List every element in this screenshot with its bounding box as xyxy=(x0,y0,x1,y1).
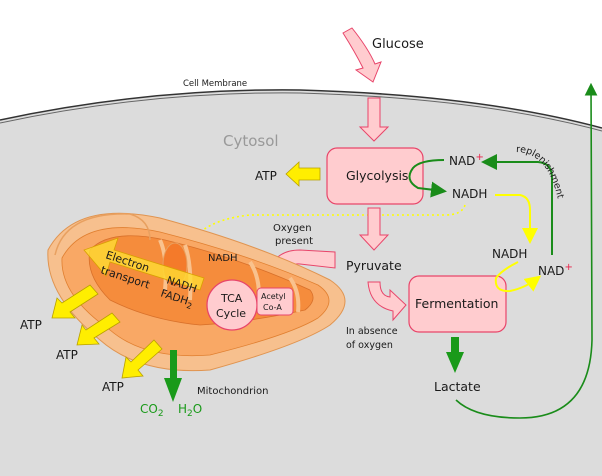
nadh-dotted-path xyxy=(189,204,466,274)
nadh-top-label: NADH xyxy=(452,187,487,201)
nad-plus-right-label: NAD+ xyxy=(538,262,573,278)
cell-membrane-label: Cell Membrane xyxy=(183,79,247,89)
arrow-to-pyruvate xyxy=(358,207,390,251)
atp-glycolysis-label: ATP xyxy=(255,169,277,183)
absence-label-2: of oxygen xyxy=(346,340,393,351)
glucose-entry-arrow xyxy=(342,27,382,83)
acetyl-coa-box[interactable] xyxy=(256,287,294,316)
oxygen-present-label-1: Oxygen xyxy=(273,223,312,234)
nadh-to-fermentation-yellow-arrow xyxy=(495,194,538,244)
nad-to-nadh-green-arrow xyxy=(408,159,447,198)
lactate-export-arrow xyxy=(455,82,598,419)
nadh-right-label: NADH xyxy=(492,247,527,261)
atp-label-3: ATP xyxy=(102,380,124,394)
atp-label-2: ATP xyxy=(56,348,78,362)
nadh-mito-label: NADH xyxy=(208,253,238,264)
acetyl-label-1: Acetyl xyxy=(261,292,286,301)
atp-arrow-3 xyxy=(121,339,163,379)
absence-oxygen-arrow xyxy=(367,281,407,322)
h2o-label: H2O xyxy=(178,402,202,419)
atp-glycolysis-arrow xyxy=(285,161,321,187)
acetyl-label-2: Co-A xyxy=(263,303,282,312)
glycolysis-label: Glycolysis xyxy=(346,168,408,183)
atp-label-1: ATP xyxy=(20,318,42,332)
tca-cycle-circle[interactable] xyxy=(206,279,258,331)
glucose-label: Glucose xyxy=(372,37,424,52)
fermentation-nadh-to-nad-yellow-arrow xyxy=(494,261,542,293)
lactate-label: Lactate xyxy=(434,379,481,394)
tca-label-1: TCA xyxy=(220,292,243,305)
nad-plus-top-label: NAD+ xyxy=(449,152,484,168)
absence-label-1: In absence xyxy=(346,326,398,337)
lactate-arrow xyxy=(446,337,464,373)
cytosol-label: Cytosol xyxy=(223,132,279,150)
atp-arrow-1 xyxy=(51,284,99,319)
mitochondrion-label: Mitochondrion xyxy=(197,386,268,397)
glycolysis-box[interactable] xyxy=(326,147,424,205)
co2-h2o-arrow xyxy=(164,350,182,402)
electron-transport-arrow xyxy=(83,237,205,291)
fermentation-box[interactable] xyxy=(408,275,507,333)
co2-label: CO2 xyxy=(140,402,164,419)
atp-arrow-2 xyxy=(76,312,121,346)
oxygen-present-label-2: present xyxy=(275,236,313,247)
replenishment-arrow xyxy=(481,154,553,255)
pyruvate-label: Pyruvate xyxy=(346,258,402,273)
tca-label-2: Cycle xyxy=(216,307,246,320)
arrow-to-glycolysis xyxy=(358,97,390,142)
fermentation-label: Fermentation xyxy=(415,296,498,311)
cell-membrane-line xyxy=(0,89,602,129)
